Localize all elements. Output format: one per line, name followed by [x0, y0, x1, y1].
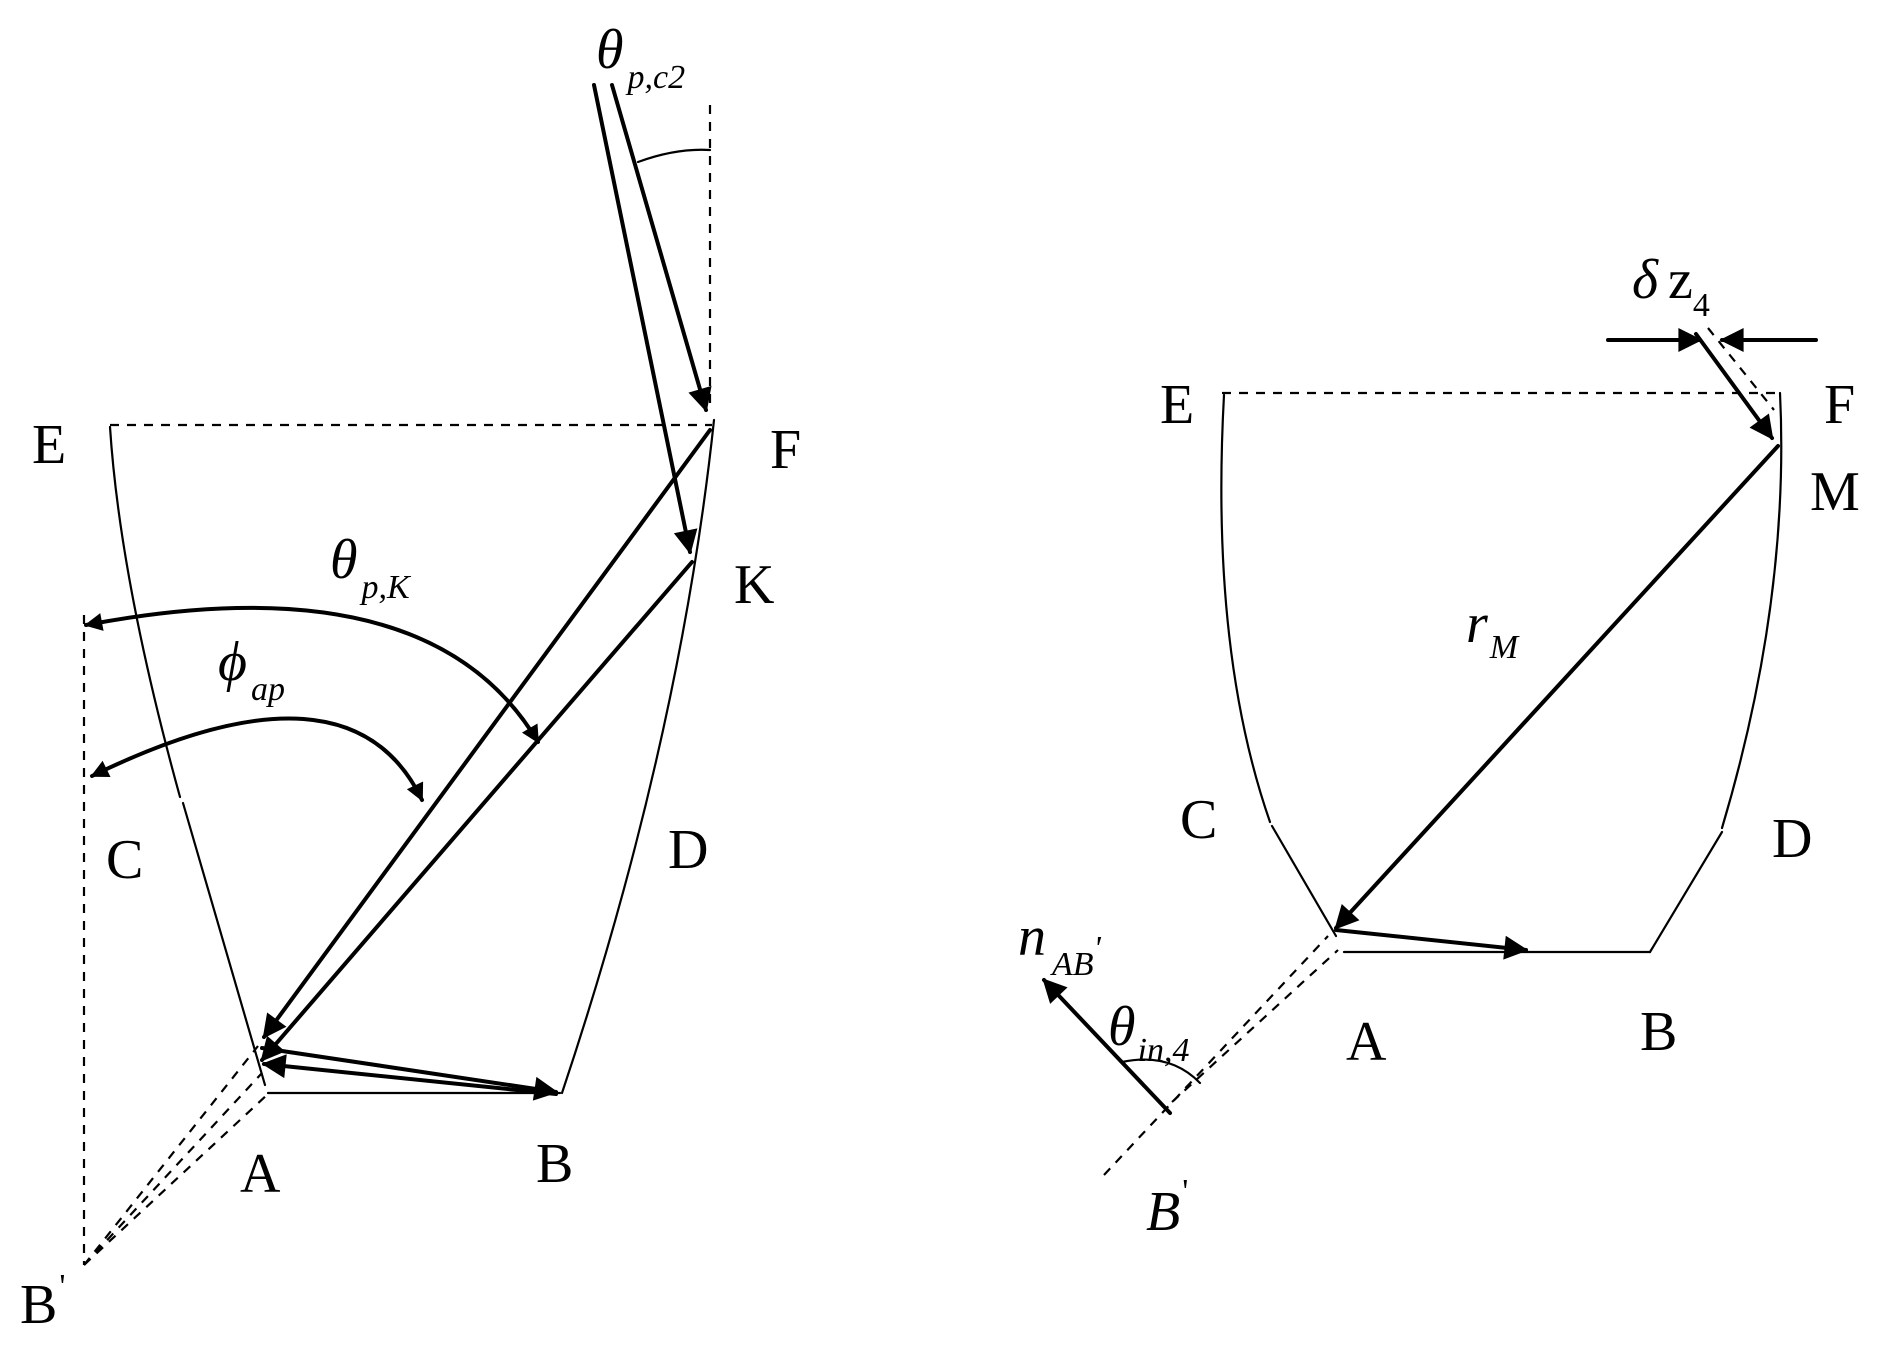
- left-ray-k-to-a[interactable]: [260, 560, 694, 1062]
- left-theta-pk-arc[interactable]: [84, 605, 540, 744]
- left-phi-ap-arc[interactable]: [90, 716, 424, 802]
- left-label-c: C: [106, 829, 143, 891]
- right-b-prime-ray-1: [1103, 935, 1329, 1176]
- left-ray-to-k[interactable]: [592, 83, 698, 555]
- left-label-b-prime: B': [20, 1268, 66, 1336]
- right-label-b-prime: B': [1146, 1173, 1188, 1243]
- right-dz-dashed: [1707, 327, 1775, 411]
- right-ray-to-m[interactable]: [1694, 332, 1774, 440]
- left-ray-b-to-a-lower[interactable]: [261, 1054, 558, 1096]
- right-edge-e-c-arc: [1220, 393, 1272, 824]
- left-label-a: A: [240, 1143, 281, 1205]
- right-b-prime-ray-2: [1171, 949, 1339, 1103]
- right-label-f: F: [1824, 374, 1855, 436]
- right-edge-c-a: [1270, 824, 1338, 938]
- right-edge-b-d: [1648, 830, 1724, 954]
- right-theta-in4-arc: [1120, 1058, 1202, 1085]
- right-edge-d-f-arc: [1720, 391, 1783, 830]
- right-label-a: A: [1346, 1011, 1387, 1073]
- left-label-f: F: [770, 419, 801, 481]
- left-theta-pc2-arc: [636, 148, 712, 164]
- left-ray-a-to-b-upper[interactable]: [260, 1046, 559, 1101]
- left-label-b: B: [536, 1133, 573, 1195]
- right-label-m: M: [1810, 461, 1860, 523]
- left-label-k: K: [734, 554, 774, 616]
- left-label-e: E: [32, 414, 66, 476]
- left-label-d: D: [668, 819, 708, 881]
- right-label-b: B: [1640, 1001, 1677, 1063]
- left-edge-b-d-f-arc: [560, 418, 716, 1095]
- left-edge-c-a: [181, 801, 267, 1087]
- right-label-d: D: [1772, 808, 1812, 870]
- right-label-e: E: [1160, 374, 1194, 436]
- left-b-prime-ray-3: [83, 1093, 269, 1266]
- right-ray-a-to-b[interactable]: [1334, 928, 1529, 960]
- right-r-m-label: rM: [1466, 593, 1520, 666]
- left-b-prime-ray-2: [83, 1072, 263, 1266]
- left-b-prime-ray-1: [83, 1045, 259, 1266]
- left-ray-to-f[interactable]: [610, 83, 712, 413]
- right-theta-in4-label: θin,4: [1108, 996, 1189, 1069]
- right-normal-vector-arrow[interactable]: [1042, 978, 1172, 1115]
- right-ray-m-to-a[interactable]: [1334, 444, 1780, 930]
- right-label-c: C: [1180, 789, 1217, 851]
- left-ray-f-to-a[interactable]: [262, 428, 712, 1039]
